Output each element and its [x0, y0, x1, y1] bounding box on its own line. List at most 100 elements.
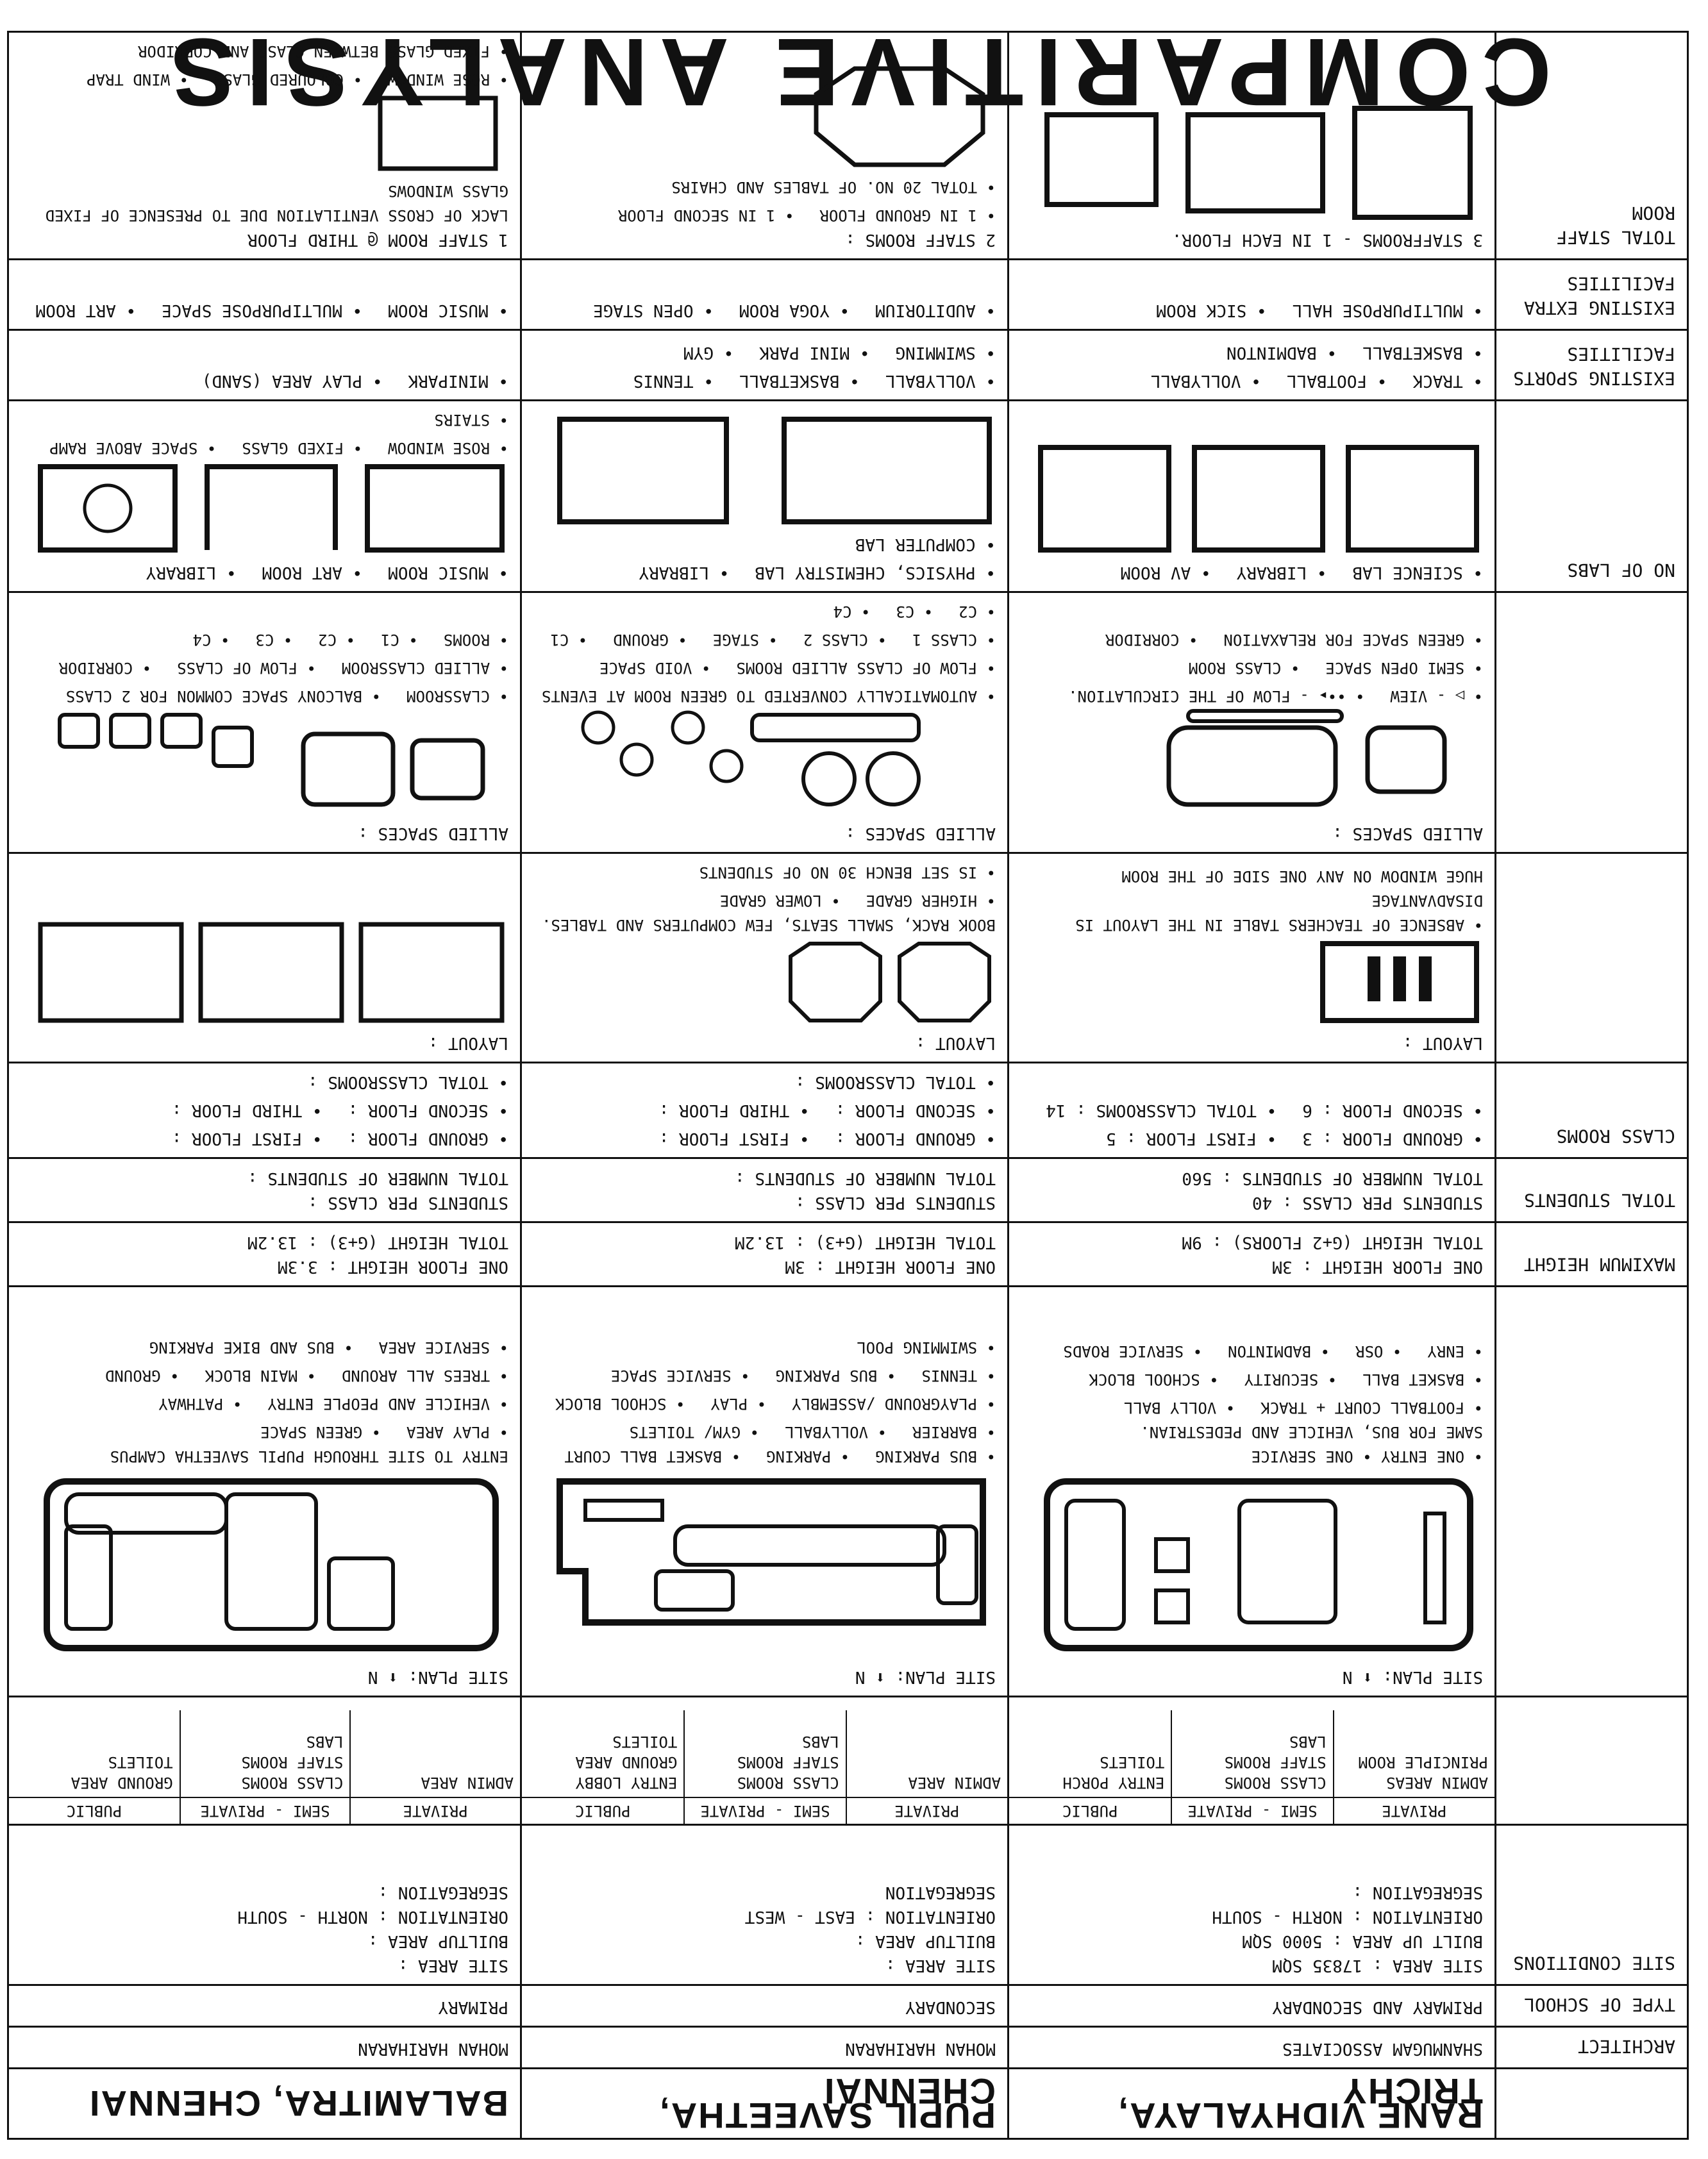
site-label: BUS AND BIKE PARKING	[149, 1335, 353, 1360]
zone-column: PUBLIC GROUND AREA TOILETS	[9, 1710, 180, 1824]
allied-sketch	[1166, 709, 1447, 807]
site-plan-cell: SITE PLAN: ⬆ N • ONE ENTRY • ONE SERVICE…	[1008, 1286, 1496, 1697]
site-plan-cell: SITE PLAN: ⬆ N ENTRY TO SITE THROUGH PUP…	[8, 1286, 521, 1697]
staff-note: FIXED GLASS BETWEEN CLASS AND CORRIDOR	[138, 39, 508, 63]
layout-cell: LAYOUT : • ABSENCE OF TEACHERS TABLE IN …	[1008, 853, 1496, 1063]
school-name: BALAMITRA, CHENNAI	[8, 2068, 521, 2139]
class-rooms-row: CLASS ROOMS GROUND FLOOR : 3 FIRST FLOOR…	[8, 1062, 1688, 1158]
layout-note: HUGE WINDOW ON ANY ONE SIDE OF THE ROOM	[1121, 867, 1483, 885]
row-header: TYPE OF SCHOOL	[1495, 1985, 1688, 2027]
row-header	[1495, 1696, 1688, 1825]
layout-cell: LAYOUT : BOOK RACK, SMALL SEATS, FEW COM…	[521, 853, 1009, 1063]
zone-column: PUBLIC ENTRY PORCH TOILETS	[1009, 1710, 1171, 1824]
site-label: SCHOOL BLOCK	[555, 1392, 685, 1416]
extra-cell: MUSIC ROOM MULTIPURPOSE SPACE ART ROOM	[8, 259, 521, 330]
allied-spaces-row: ALLIED SPACES : ▷ - VIEW ••▸ - FLOW OF T…	[8, 592, 1688, 853]
sport-item: VOLLYBALL	[885, 369, 996, 393]
zone-item: LABS	[1289, 1733, 1327, 1751]
sport-item: MINI PARK	[759, 340, 869, 365]
layout-label: LAYOUT :	[428, 1033, 508, 1053]
site-label: SCHOOL BLOCK	[1089, 1367, 1218, 1392]
text-line: BUILT UP AREA : 5000 SQM	[1242, 1931, 1483, 1951]
site-note: SAME FOR BUS, VEHICLE AND PEDESTRIAN.	[1140, 1423, 1483, 1441]
site-note: BASKET BALL COURT	[565, 1444, 741, 1469]
architect-value: SHANMUGAM ASSOCIATES	[1008, 2026, 1496, 2069]
lab-note: STAIRS	[434, 408, 508, 432]
zone-item: CLASS ROOMS	[737, 1774, 839, 1792]
site-plan-row: SITE PLAN: ⬆ N • ONE ENTRY • ONE SERVICE…	[8, 1286, 1688, 1697]
layout-label: LAYOUT :	[915, 1033, 996, 1053]
allied-note: ••▸ - FLOW OF THE CIRCULATION.	[1068, 684, 1364, 708]
sports-cell: MINIPARK PLAY AREA (SAND)	[8, 329, 521, 401]
allied-note: STAGE	[713, 628, 778, 652]
allied-label: ALLIED SPACES :	[845, 824, 996, 843]
staff-room-sketch	[1044, 106, 1473, 220]
zone-header: PRIVATE	[1334, 1797, 1494, 1824]
staff-room-sketch	[814, 66, 985, 167]
layout-cell: LAYOUT :	[8, 853, 521, 1063]
site-label: BASKET BALL	[1362, 1367, 1483, 1392]
site-note: • ONE ENTRY • ONE SERVICE	[1251, 1447, 1483, 1465]
staff-note: COLOURED GLASS	[214, 67, 362, 92]
classroom-layout-sketch	[789, 942, 991, 1022]
row-header	[1495, 853, 1688, 1063]
school-names-row: RANE VIDHYALAYA, TRICHY PUPIL SAVEETHA, …	[8, 2068, 1688, 2139]
layout-label: LAYOUT :	[1402, 1033, 1483, 1053]
site-label: SERVICE AREA	[379, 1335, 508, 1360]
facility-item: AUDITORIUM	[875, 298, 996, 322]
corner-cell	[1495, 2068, 1688, 2139]
site-note: PARKING	[766, 1444, 850, 1469]
staff-room-row: TOTAL STAFF ROOM 3 STAFFROOMS - 1 IN EAC…	[8, 31, 1688, 260]
staff-note: 1 IN SECOND FLOOR	[618, 203, 794, 228]
zone-item: TOILETS	[108, 1753, 173, 1771]
text-line: TOTAL CLASSROOMS :	[795, 1070, 996, 1094]
sport-item: MINIPARK	[408, 369, 508, 393]
text-line: GROUND FLOOR :	[348, 1126, 508, 1151]
zone-header: PRIVATE	[351, 1797, 520, 1824]
allied-note: C2	[318, 628, 355, 652]
sport-item: TRACK	[1412, 369, 1483, 393]
allied-note: CLASSROOM	[406, 684, 508, 708]
lab-item: COMPUTER LAB	[855, 532, 996, 556]
allied-note: GREEN SPACE FOR RELAXATION	[1223, 628, 1483, 652]
site-label: BUS PARKING	[776, 1363, 896, 1388]
zone-item: TOILETS	[612, 1733, 678, 1751]
allied-note: C1	[381, 628, 418, 652]
sport-item: BADMINTON	[1227, 340, 1337, 365]
sport-item: GYM	[683, 340, 733, 365]
text-line: BUILTUP AREA :	[855, 1931, 996, 1951]
site-conditions-cell: SITE AREA : 17835 SQM BUILT UP AREA : 50…	[1008, 1824, 1496, 1985]
extra-cell: MULTIPURPOSE HALL SICK ROOM	[1008, 259, 1496, 330]
staff-note: WIND TRAP	[87, 67, 188, 92]
sports-cell: VOLLYBALL BASKETBALL TENNIS SWIMMING MIN…	[521, 329, 1009, 401]
staff-note: 1 IN GROUND FLOOR	[819, 203, 996, 228]
layout-row: LAYOUT : • ABSENCE OF TEACHERS TABLE IN …	[8, 853, 1688, 1063]
students-cell: STUDENTS PER CLASS : TOTAL NUMBER OF STU…	[8, 1158, 521, 1222]
labs-cell: MUSIC ROOM ART ROOM LIBRARY ROSE WINDOW …	[8, 400, 521, 592]
class-rooms-cell: GROUND FLOOR : 3 FIRST FLOOR : 5 SECOND …	[1008, 1062, 1496, 1158]
zone-item: CLASS ROOMS	[241, 1774, 344, 1792]
staff-room-cell: 1 STAFF ROOM @ THIRD FLOOR LACK OF CROSS…	[8, 31, 521, 260]
labs-cell: PHYSICS, CHEMISTRY LAB LIBRARY COMPUTER …	[521, 400, 1009, 592]
site-plan-label: SITE PLAN:	[895, 1667, 996, 1687]
site-label: SERVICE ROADS	[1063, 1339, 1202, 1363]
lab-item: ART ROOM	[262, 560, 363, 585]
lab-item: SCIENCE LAB	[1353, 560, 1484, 585]
allied-note: FLOW OF CLASS ALLIED ROOMS	[736, 656, 996, 680]
allied-cell: ALLIED SPACES : ▷ - VIEW ••▸ - FLOW OF T…	[1008, 592, 1496, 853]
allied-sketch	[58, 713, 485, 807]
allied-note: C1	[550, 628, 587, 652]
allied-cell: ALLIED SPACES : CLASSROOM BALCONY SPACE …	[8, 592, 521, 853]
zone-item: STAFF ROOMS	[737, 1753, 839, 1771]
text-line: THIRD FLOOR :	[659, 1098, 810, 1122]
text-line: SITE AREA :	[885, 1956, 996, 1975]
allied-note: C4	[833, 599, 871, 624]
north-arrow-icon: ⬆ N	[1342, 1667, 1373, 1687]
text-line: SITE AREA :	[398, 1956, 508, 1975]
site-label: TREES ALL AROUND	[342, 1363, 508, 1388]
text-line: ORIENTATION : NORTH - SOUTH	[1212, 1907, 1483, 1926]
lab-note: SPACE ABOVE RAMP	[49, 436, 216, 460]
labs-cell: SCIENCE LAB LIBRARY AV ROOM	[1008, 400, 1496, 592]
layout-note: BOOK RACK, SMALL SEATS, FEW COMPUTERS AN…	[541, 916, 996, 934]
